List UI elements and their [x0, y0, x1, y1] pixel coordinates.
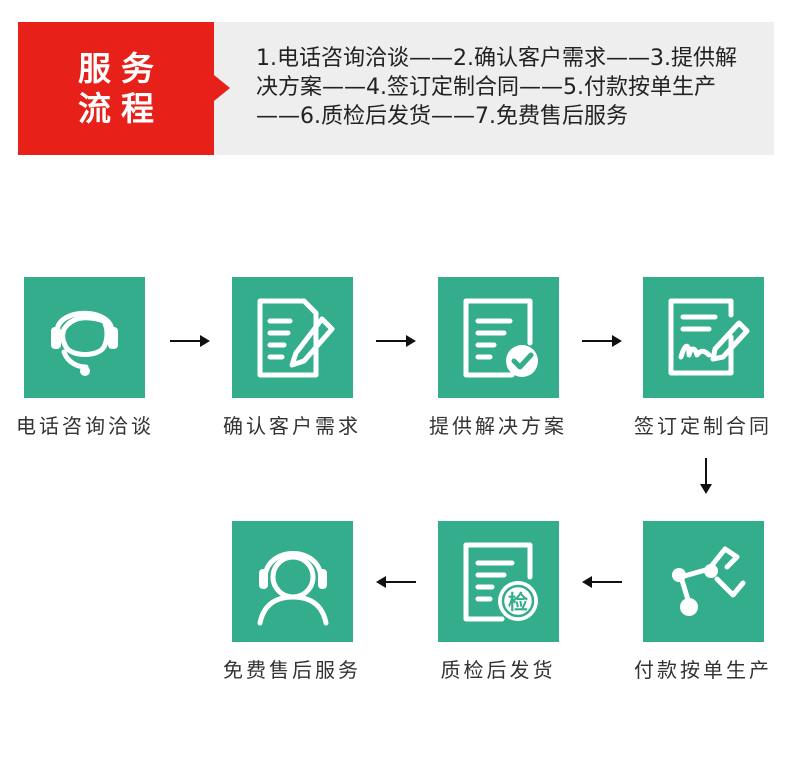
- header-title-block: 服务 流程: [18, 22, 214, 155]
- arrow-right-icon: [376, 335, 416, 347]
- document-pen-icon: [257, 298, 335, 378]
- step-4-tile: [643, 277, 764, 398]
- step-1-tile: [24, 277, 145, 398]
- arrow-right-icon: [170, 335, 210, 347]
- arrow-down-icon: [700, 458, 712, 494]
- flow-summary-text: 1.电话咨询洽谈——2.确认客户需求——3.提供解决方案——4.签订定制合同——…: [256, 46, 737, 129]
- step-5-tile: [643, 521, 764, 642]
- headset-agent-icon: [51, 310, 118, 376]
- arrow-left-icon: [376, 576, 416, 588]
- header-title-line2: 流程: [78, 89, 164, 128]
- step-7-label: 免费售后服务: [223, 658, 361, 682]
- step-6-tile: 检: [438, 521, 559, 642]
- step-2-label: 确认客户需求: [223, 414, 361, 438]
- header-title-line1: 服务: [78, 49, 164, 88]
- arrow-left-icon: [582, 576, 622, 588]
- inspection-badge-text: 检: [508, 590, 528, 614]
- step-2-tile: [232, 277, 353, 398]
- step-6-label: 质检后发货: [440, 658, 556, 682]
- contract-signature-icon: [668, 298, 750, 376]
- step-1-label: 电话咨询洽谈: [16, 414, 154, 438]
- header-title: 服务 流程: [18, 49, 214, 129]
- header-pointer-triangle: [214, 75, 230, 101]
- step-5-label: 付款按单生产: [634, 658, 772, 682]
- header-banner: 服务 流程 1.电话咨询洽谈——2.确认客户需求——3.提供解决方案——4.签订…: [18, 22, 774, 155]
- document-check-icon: [463, 298, 538, 378]
- inspection-document-icon: 检: [463, 542, 538, 622]
- step-7-tile: [232, 521, 353, 642]
- customer-service-icon: [257, 551, 329, 626]
- step-3-label: 提供解决方案: [429, 414, 567, 438]
- arrow-right-icon: [582, 335, 622, 347]
- step-3-tile: [438, 277, 559, 398]
- robot-arm-icon: [672, 546, 746, 616]
- step-4-label: 签订定制合同: [634, 414, 772, 438]
